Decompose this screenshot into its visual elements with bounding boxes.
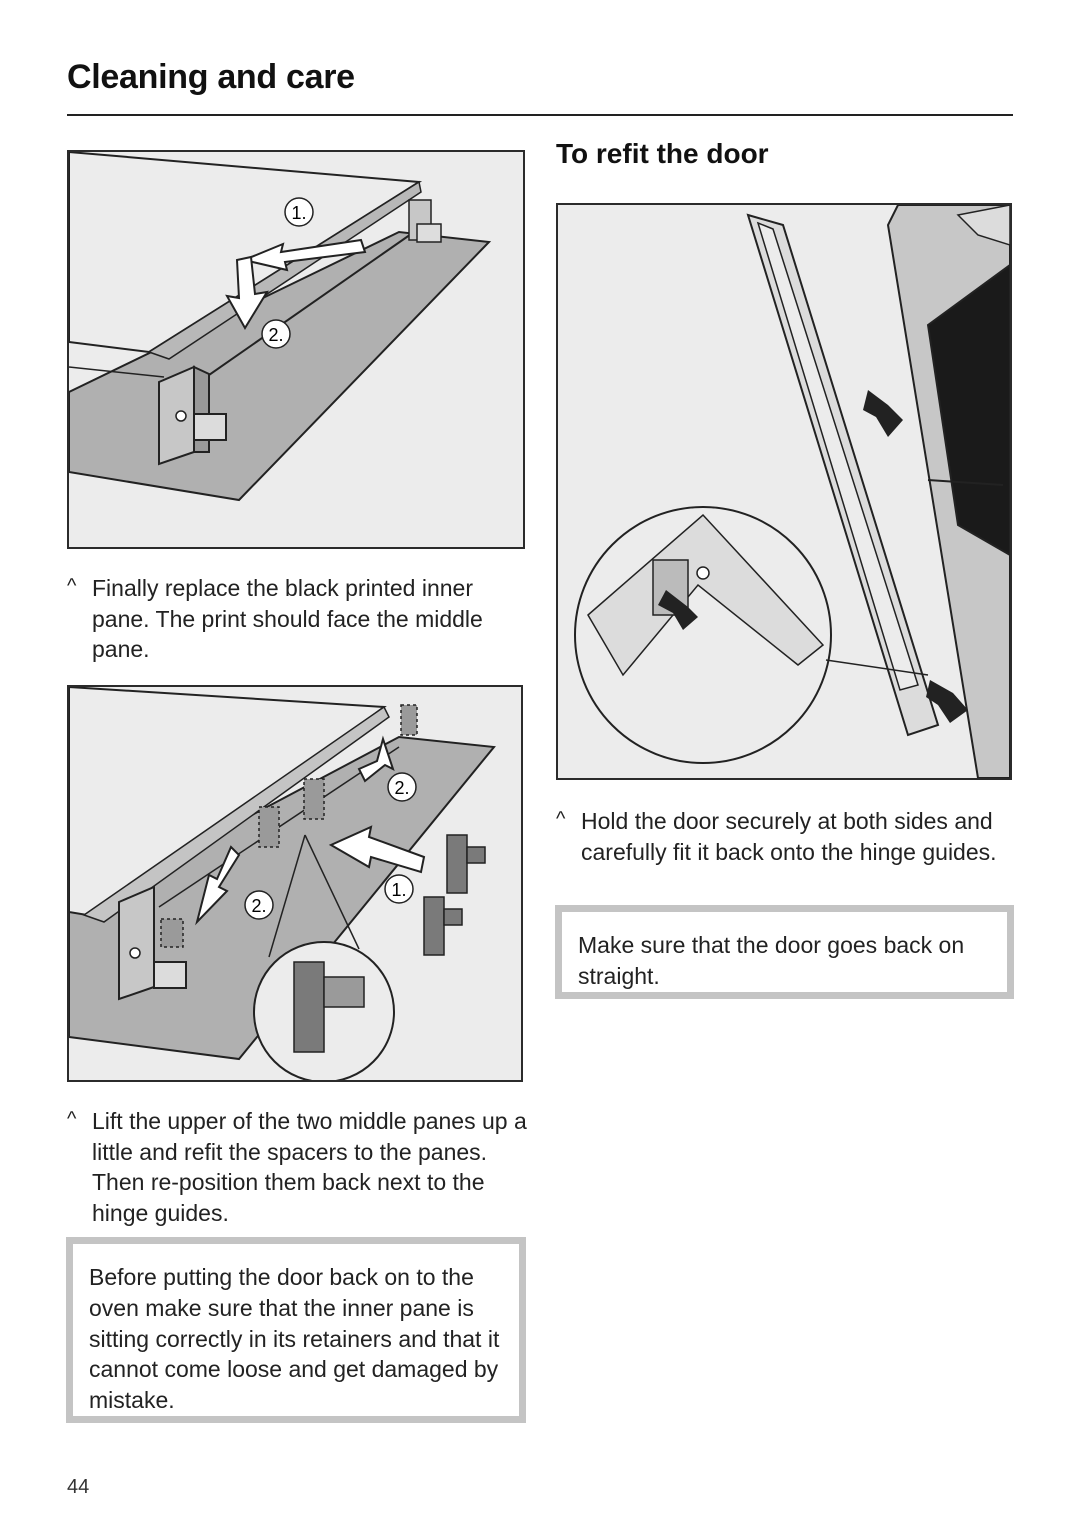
instruction-replace-pane: ^ Finally replace the black printed inne… [67,573,529,665]
rail-line [69,366,165,378]
magnifier-pointer [304,834,360,950]
step-label-1: 1. [291,203,306,223]
arrow-step-1 [240,238,367,272]
step-label-circle [261,319,291,349]
step-label-circle [387,772,417,802]
step-label-2: 2. [251,896,266,916]
step-label-circle [284,197,314,227]
section-heading: To refit the door [556,138,769,169]
instruction-text: Lift the upper of the two middle panes u… [92,1108,527,1226]
step-label-circle [384,874,414,904]
instruction-refit-spacers: ^ Lift the upper of the two middle panes… [67,1106,529,1228]
spacers-illustration: 2. 2. 1. [69,687,496,1080]
pane-edge [82,705,390,923]
spacer-piece [423,834,486,956]
hinge-guide-near [158,365,227,466]
spacer-detail [323,976,365,1008]
figure-refit-door [556,203,1012,780]
spacer-detail [293,961,325,1053]
note-text: Make sure that the door goes back on str… [578,932,965,989]
arrow-step-1 [328,825,426,874]
figure-inner-pane: 1. 2. [67,150,525,549]
instruction-marker: ^ [67,575,77,597]
title-rule [67,114,1013,116]
oven-control [956,205,1010,246]
rail-line [198,231,415,383]
inner-pane-illustration: 1. 2. [69,152,492,502]
step-label-1: 1. [391,880,406,900]
step-label-2: 2. [394,778,409,798]
arrow-upper-hinge [863,390,903,437]
instruction-text: Hold the door securely at both sides and… [581,808,997,865]
arrow-lower-hinge [926,680,968,723]
hinge-detail [587,513,825,677]
instruction-marker: ^ [556,808,566,830]
arrow-step-2 [225,255,269,330]
hinge-guide-near [118,885,187,1001]
note-door-straight: Make sure that the door goes back on str… [555,905,1014,999]
arrow-right-2 [357,735,395,783]
instruction-marker: ^ [67,1108,77,1130]
warning-note-inner-pane: Before putting the door back on to the o… [66,1237,526,1423]
page-number: 44 [67,1476,90,1498]
instruction-refit-door: ^ Hold the door securely at both sides a… [556,806,1018,867]
hinge-screw [696,566,710,580]
hinge-line [927,479,1004,486]
refit-door-illustration [574,205,1010,778]
hinge-guide-far [408,199,442,243]
note-text: Before putting the door back on to the o… [89,1264,500,1414]
figure-spacers: 2. 2. 1. [67,685,523,1082]
instruction-text: Finally replace the black printed inner … [92,575,483,662]
arrow-left-2 [195,845,241,926]
door-glass [756,221,919,691]
magnifier-pointer [825,659,929,676]
step-label-2: 2. [268,325,283,345]
spacer-dotted [160,704,418,948]
magnifier-pointer [268,834,306,958]
step-label-circle [244,890,274,920]
arrow-detail [658,590,698,630]
page-title: Cleaning and care [67,58,355,96]
oven-cavity [926,263,1010,557]
